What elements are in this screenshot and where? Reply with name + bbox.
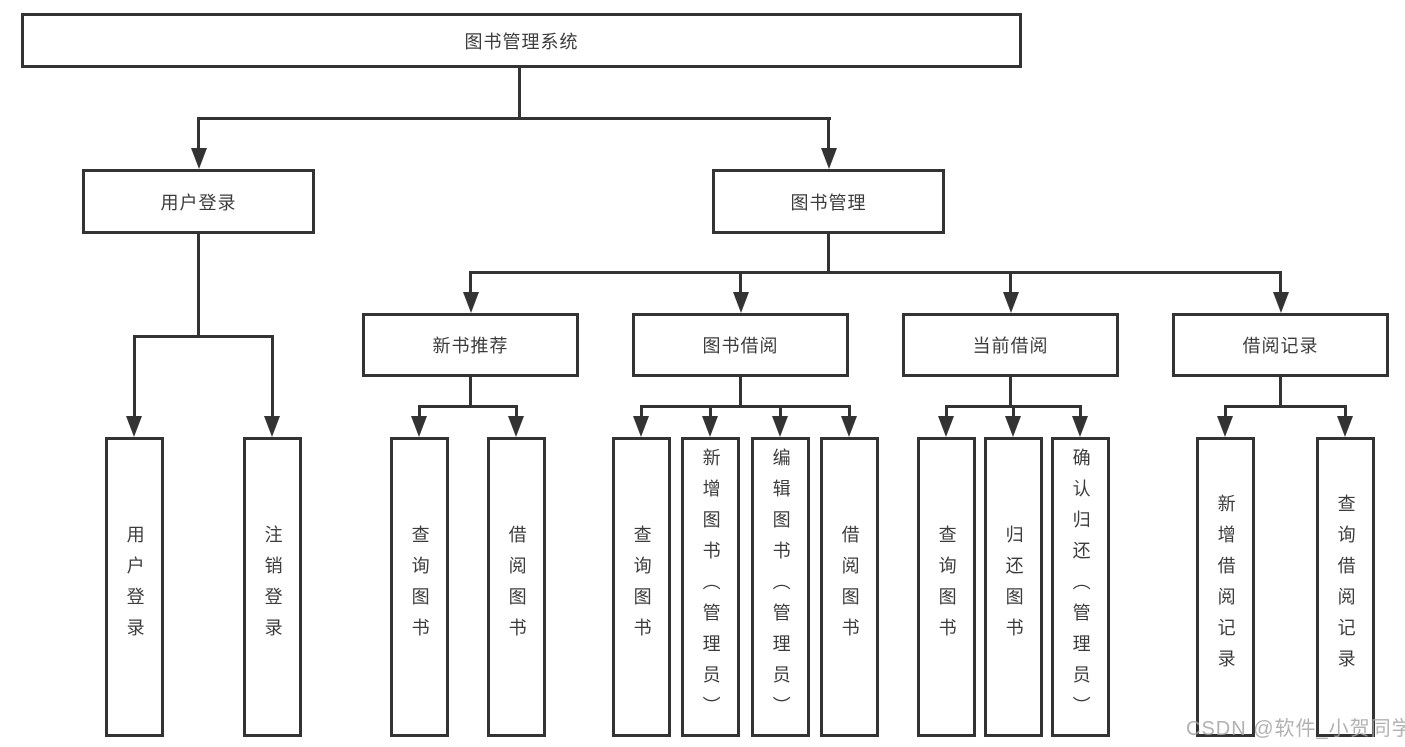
connector-vline xyxy=(847,405,851,418)
leaf-confirm-return-admin: 确认归还（管理员） xyxy=(1050,437,1110,737)
arrowhead-down xyxy=(938,416,954,437)
node-label: 图书管理 xyxy=(790,192,867,213)
connector-hline xyxy=(469,271,1282,274)
node-label: 用户登录 xyxy=(124,525,145,649)
arrowhead-down xyxy=(732,292,749,313)
leaf-query-borrow-record: 查询借阅记录 xyxy=(1315,437,1375,737)
arrowhead-down xyxy=(820,148,837,169)
arrowhead-down xyxy=(1005,416,1021,437)
node-label: 归还图书 xyxy=(1003,525,1024,649)
leaf-add-book-admin: 新增图书（管理员） xyxy=(680,437,740,737)
connector-vline xyxy=(827,234,830,271)
connector-vline xyxy=(708,405,712,418)
arrowhead-down xyxy=(462,292,479,313)
connector-vline xyxy=(1343,405,1347,418)
leaf-borrow-books: 借阅图书 xyxy=(819,437,879,737)
connector-vline xyxy=(1078,405,1082,418)
node-label: 新书推荐 xyxy=(432,336,509,356)
connector-vline xyxy=(1279,271,1282,295)
connector-hline xyxy=(197,117,831,120)
connector-vline xyxy=(1009,377,1012,405)
connector-hline xyxy=(639,405,851,408)
connector-vline xyxy=(739,377,742,405)
arrowhead-down xyxy=(1217,416,1233,437)
connector-hline xyxy=(417,405,518,408)
connector-vline xyxy=(944,405,948,418)
connector-vline xyxy=(1011,405,1015,418)
node-label: 注销登录 xyxy=(262,525,283,649)
leaf-return-book: 归还图书 xyxy=(983,437,1043,737)
connector-vline xyxy=(469,377,472,405)
arrowhead-down xyxy=(1272,292,1289,313)
leaf-query-books-borrow: 查询图书 xyxy=(611,437,671,737)
node-label: 图书管理系统 xyxy=(464,31,579,52)
node-user-login: 用户登录 xyxy=(82,169,315,234)
arrowhead-down xyxy=(1072,416,1088,437)
arrowhead-down xyxy=(1337,416,1353,437)
connector-vline xyxy=(197,117,200,151)
arrowhead-down xyxy=(633,416,649,437)
csdn-watermark: CSDN @软件_小贺同学 xyxy=(1186,718,1405,740)
node-label: 新增借阅记录 xyxy=(1215,494,1236,680)
arrowhead-down xyxy=(508,416,524,437)
node-label: 查询图书 xyxy=(936,525,957,649)
leaf-query-books-current: 查询图书 xyxy=(916,437,976,737)
arrowhead-down xyxy=(841,416,857,437)
connector-vline xyxy=(778,405,782,418)
node-borrowing-records: 借阅记录 xyxy=(1172,313,1389,377)
connector-vline xyxy=(197,234,200,335)
arrowhead-down xyxy=(1002,292,1019,313)
leaf-logout: 注销登录 xyxy=(242,437,302,737)
arrowhead-down xyxy=(264,416,280,437)
node-label: 查询图书 xyxy=(409,525,430,649)
node-label: 确认归还（管理员） xyxy=(1070,447,1091,727)
arrowhead-down xyxy=(411,416,427,437)
leaf-add-borrow-record: 新增借阅记录 xyxy=(1195,437,1255,737)
connector-vline xyxy=(1223,405,1227,418)
arrowhead-down xyxy=(190,148,207,169)
node-book-management: 图书管理 xyxy=(712,169,945,234)
node-label: 查询借阅记录 xyxy=(1335,494,1356,680)
connector-vline xyxy=(827,117,830,151)
leaf-borrow-books-recommend: 借阅图书 xyxy=(486,437,546,737)
connector-vline xyxy=(270,335,274,418)
node-library-management-system: 图书管理系统 xyxy=(21,13,1022,68)
connector-vline xyxy=(469,271,472,295)
connector-vline xyxy=(1009,271,1012,295)
node-label: 借阅图书 xyxy=(506,525,527,649)
node-label: 用户登录 xyxy=(160,192,237,213)
arrowhead-down xyxy=(772,416,788,437)
leaf-edit-book-admin: 编辑图书（管理员） xyxy=(750,437,810,737)
arrowhead-down xyxy=(702,416,718,437)
leaf-user-login: 用户登录 xyxy=(104,437,164,737)
connector-vline xyxy=(514,405,518,418)
connector-vline xyxy=(739,271,742,295)
node-current-borrowing: 当前借阅 xyxy=(902,313,1119,377)
connector-vline xyxy=(639,405,643,418)
node-label: 新增图书（管理员） xyxy=(700,447,721,727)
node-new-book-recommend: 新书推荐 xyxy=(362,313,579,377)
connector-vline xyxy=(1279,377,1282,405)
connector-hline xyxy=(132,335,274,338)
connector-hline xyxy=(1223,405,1347,408)
connector-vline xyxy=(517,68,521,117)
node-label: 借阅记录 xyxy=(1242,336,1319,356)
node-label: 借阅图书 xyxy=(839,525,860,649)
node-label: 当前借阅 xyxy=(972,336,1049,356)
arrowhead-down xyxy=(126,416,142,437)
node-label: 编辑图书（管理员） xyxy=(770,447,791,727)
connector-vline xyxy=(417,405,421,418)
connector-vline xyxy=(132,335,136,418)
node-label: 查询图书 xyxy=(631,525,652,649)
node-book-borrowing: 图书借阅 xyxy=(632,313,849,377)
leaf-query-books-recommend: 查询图书 xyxy=(389,437,449,737)
node-label: 图书借阅 xyxy=(702,336,779,356)
